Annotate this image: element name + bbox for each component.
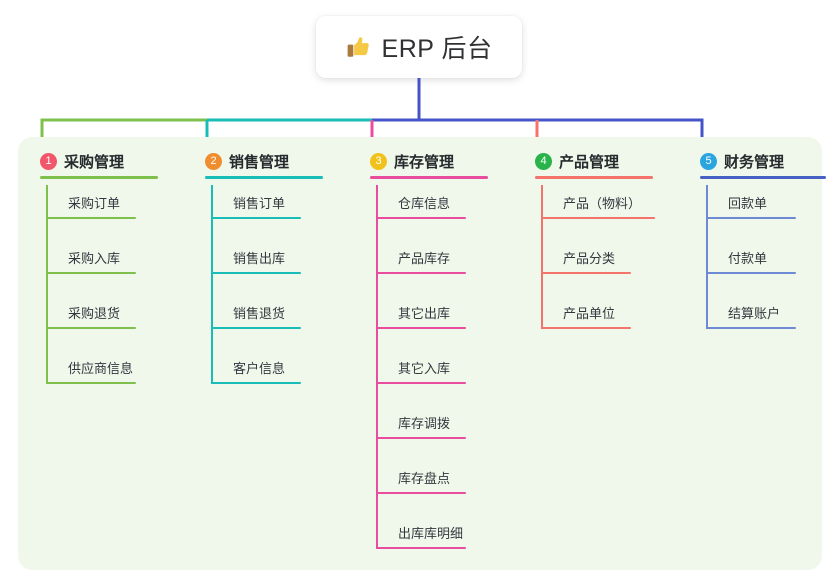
branch-item-label: 仓库信息	[398, 196, 451, 211]
branch-item-label: 销售退货	[233, 306, 286, 321]
branch-header-3[interactable]: 3 库存管理	[348, 145, 454, 177]
branch-title: 产品管理	[559, 153, 620, 171]
branch-header-5[interactable]: 5 财务管理	[678, 145, 784, 177]
branch-header-4[interactable]: 4 产品管理	[513, 145, 619, 177]
branch-item-label: 出库库明细	[398, 526, 464, 541]
branch-number-badge: 3	[370, 152, 387, 170]
branch-item-label: 结算账户	[728, 306, 781, 321]
branch-spine	[706, 185, 708, 329]
branch-item-label: 库存调拨	[398, 416, 451, 431]
thumbs-up-icon	[347, 37, 369, 57]
branch-item-rule	[211, 327, 301, 329]
branches-panel	[18, 137, 822, 570]
branch-column-5: 5 财务管理回款单付款单结算账户	[678, 145, 826, 329]
branch-item-label: 库存盘点	[398, 471, 451, 486]
branch-item-label: 采购退货	[68, 306, 121, 321]
branch-column-1: 1 采购管理采购订单采购入库采购退货供应商信息	[18, 145, 158, 384]
branch-item-label: 销售订单	[233, 196, 286, 211]
branch-item-label: 产品单位	[563, 306, 616, 321]
branch-item-rule	[211, 382, 301, 384]
branch-item-label: 其它出库	[398, 306, 451, 321]
branch-item-rule	[706, 217, 796, 219]
branch-number-badge: 2	[205, 152, 222, 170]
branch-number-badge: 4	[535, 152, 552, 170]
branch-item-label: 产品分类	[563, 251, 616, 266]
branch-header-rule	[370, 176, 488, 179]
branch-item-rule	[376, 272, 466, 274]
branch-item-rule	[541, 217, 655, 219]
branch-spine	[541, 185, 543, 329]
branch-item-rule	[46, 327, 136, 329]
branch-header-1[interactable]: 1 采购管理	[18, 145, 124, 177]
branch-item-label: 客户信息	[233, 361, 286, 376]
branch-item-rule	[376, 382, 466, 384]
branch-item-label: 产品库存	[398, 251, 451, 266]
branch-header-rule	[40, 176, 158, 179]
branch-item-label: 产品（物料）	[563, 196, 642, 211]
branch-header-rule	[535, 176, 653, 179]
branch-item-label: 付款单	[728, 251, 768, 266]
branch-spine	[211, 185, 213, 384]
branch-header-2[interactable]: 2 销售管理	[183, 145, 289, 177]
branch-item-rule	[376, 492, 466, 494]
branch-item-rule	[541, 272, 631, 274]
branch-item-rule	[211, 272, 301, 274]
branch-title: 库存管理	[394, 153, 455, 171]
branch-number-badge: 1	[40, 152, 57, 170]
branch-item-rule	[46, 382, 136, 384]
branch-item-rule	[376, 547, 466, 549]
branch-item-rule	[376, 217, 466, 219]
branch-number-badge: 5	[700, 152, 717, 170]
branch-item-label: 销售出库	[233, 251, 286, 266]
branch-item-label: 采购入库	[68, 251, 121, 266]
branch-spine	[46, 185, 48, 384]
root-node-erp-backend[interactable]: ERP 后台	[316, 16, 522, 78]
branch-title: 采购管理	[64, 153, 125, 171]
branch-item-rule	[376, 327, 466, 329]
branch-title: 销售管理	[229, 153, 290, 171]
branch-header-rule	[205, 176, 323, 179]
branch-header-rule	[700, 176, 826, 179]
branch-item-rule	[541, 327, 631, 329]
branch-spine	[376, 185, 378, 549]
branch-column-4: 4 产品管理产品（物料） 产品分类产品单位	[513, 145, 655, 329]
branch-column-2: 2 销售管理销售订单销售出库销售退货客户信息	[183, 145, 323, 384]
branch-item-label: 其它入库	[398, 361, 451, 376]
branch-item-label: 回款单	[728, 196, 768, 211]
branch-item-rule	[706, 327, 796, 329]
branch-item-rule	[46, 217, 136, 219]
branch-column-3: 3 库存管理仓库信息产品库存其它出库其它入库库存调拨库存盘点出库库明细	[348, 145, 488, 549]
root-title: ERP 后台	[381, 35, 493, 63]
branch-item-label: 供应商信息	[68, 361, 134, 376]
branch-item-label: 采购订单	[68, 196, 121, 211]
branch-item-rule	[211, 217, 301, 219]
branch-title: 财务管理	[724, 153, 785, 171]
branch-item-rule	[706, 272, 796, 274]
branch-item-rule	[376, 437, 466, 439]
branch-item-rule	[46, 272, 136, 274]
